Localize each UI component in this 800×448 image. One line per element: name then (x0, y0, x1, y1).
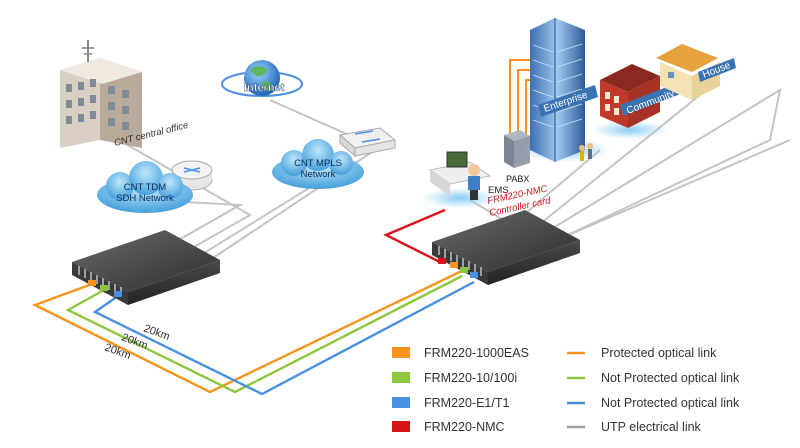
left-green-card (100, 285, 108, 291)
legend-label-device-2: FRM220-10/100i (424, 371, 517, 385)
legend-label-link-1: Protected optical link (601, 346, 717, 360)
left-rack-chassis (72, 230, 220, 305)
tdm-label-line2: SDH Network (116, 193, 174, 204)
left-orange-card (88, 280, 96, 286)
right-blue-card (470, 272, 478, 278)
pabx-label: PABX (506, 174, 529, 184)
mpls-cloud (272, 139, 364, 189)
blue-link (92, 280, 475, 396)
tdm-label-line1: CNT TDM (124, 182, 166, 193)
optical-links (31, 59, 548, 396)
legend-swatch-device-2 (392, 372, 410, 383)
house-building (656, 44, 736, 100)
ems-label: EMS (488, 185, 509, 196)
right-green-card (460, 267, 468, 273)
enterprise-tower (520, 18, 610, 162)
right-rack-chassis (432, 210, 580, 285)
internet-label: Internet (244, 82, 285, 94)
green-link (65, 274, 463, 394)
legend: FRM220-1000EAS FRM220-10/100i FRM220-E1/… (392, 346, 740, 434)
legend-label-device-3: FRM220-E1/T1 (424, 396, 509, 410)
legend-label-link-3: Not Protected optical link (601, 396, 740, 410)
right-orange-card (450, 262, 458, 268)
legend-label-device-4: FRM220-NMC (424, 420, 505, 434)
community-building (579, 64, 683, 161)
mpls-label-line2: Network (301, 169, 336, 180)
internet-globe (221, 60, 303, 97)
legend-swatch-device-4 (392, 421, 410, 432)
mpls-label-line1: CNT MPLS (294, 158, 342, 169)
nmc-link (383, 208, 446, 264)
mpls-switch-icon (338, 127, 397, 158)
legend-label-link-2: Not Protected optical link (601, 371, 740, 385)
legend-swatch-device-3 (392, 397, 410, 408)
legend-swatch-device-1 (392, 347, 410, 358)
tdm-cloud (97, 161, 193, 213)
legend-label-link-4: UTP electrical link (601, 420, 702, 434)
ems-workstation (422, 151, 498, 208)
orange-link (31, 266, 469, 394)
central-office-building (60, 40, 142, 148)
legend-link-column: Protected optical link Not Protected opt… (567, 346, 740, 434)
legend-device-column: FRM220-1000EAS FRM220-10/100i FRM220-E1/… (392, 346, 529, 434)
right-red-card (438, 258, 446, 264)
legend-label-device-1: FRM220-1000EAS (424, 346, 529, 360)
left-blue-card (114, 291, 122, 297)
